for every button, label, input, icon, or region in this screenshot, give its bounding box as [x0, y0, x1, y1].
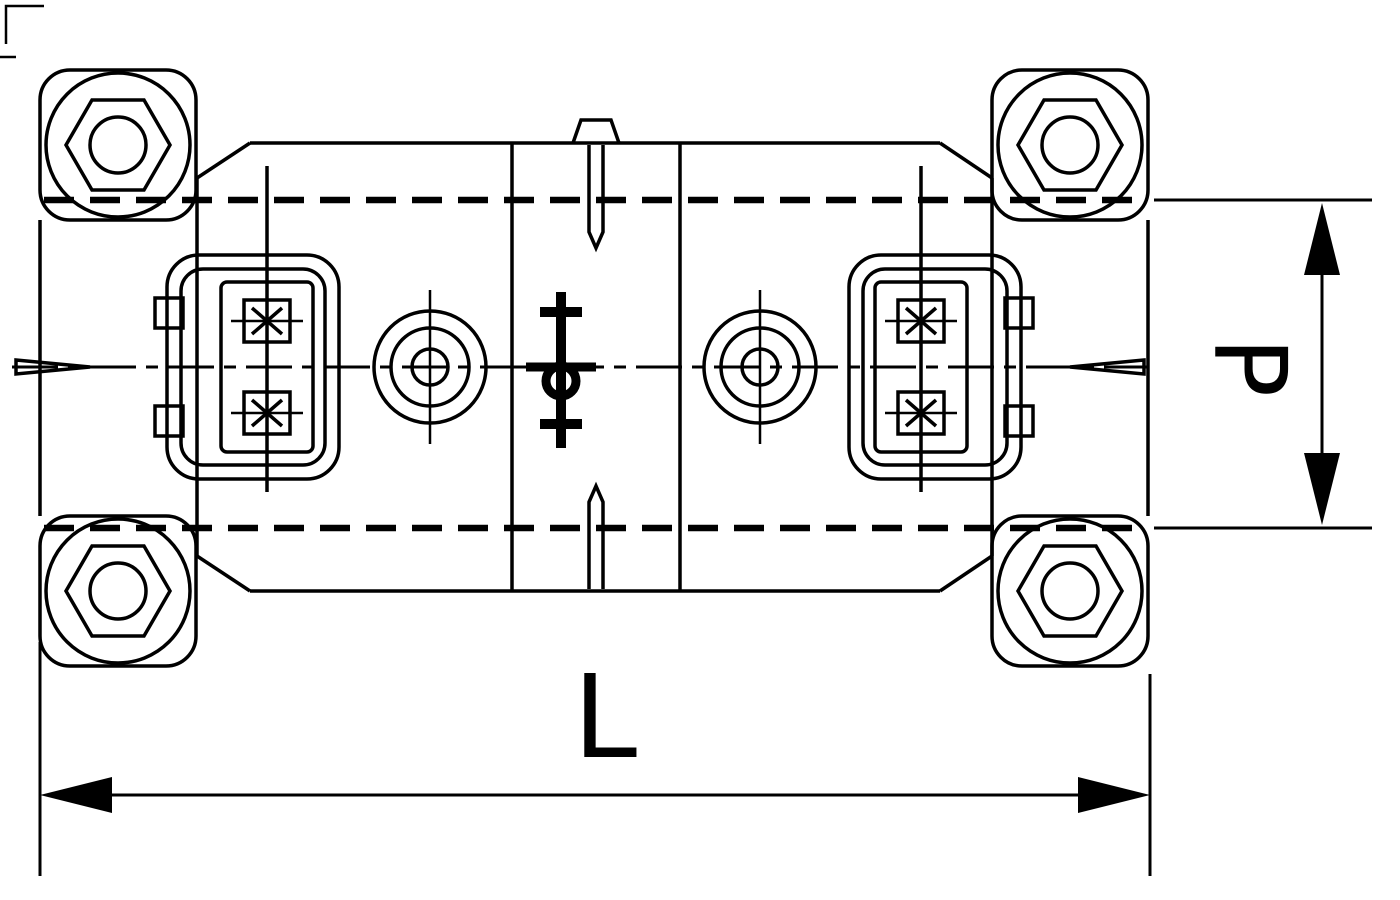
arrowhead-right — [1078, 777, 1150, 813]
hex-bolt-top-left — [44, 71, 192, 219]
center-block-top-slot — [587, 145, 605, 253]
connector-outer-shell — [847, 253, 1023, 481]
hex-bolt-top-right — [996, 71, 1144, 219]
arrowhead-top — [1304, 203, 1340, 275]
center-block-top-tab — [571, 118, 621, 144]
housing-chamfer-top-right — [939, 141, 993, 180]
housing-chamfer-bottom-right — [939, 554, 993, 593]
connector-inner-shell — [861, 267, 1009, 467]
housing-outline — [195, 118, 994, 593]
mounting-pad-bottom-left — [38, 514, 198, 668]
frame-corner-mark — [4, 4, 44, 44]
arrowhead-bottom — [1304, 453, 1340, 525]
dimension-height-label: P — [1191, 337, 1308, 397]
dimension-length: L — [38, 642, 1152, 876]
dimension-height: P — [1154, 198, 1372, 530]
housing-chamfer-top-left — [196, 141, 251, 180]
sheet-frame-marks — [0, 4, 44, 59]
keying-tab-upper — [1003, 296, 1035, 330]
keying-tab-upper — [153, 296, 185, 330]
center-block-bottom-slot — [587, 481, 605, 589]
connector-left — [153, 166, 341, 492]
keying-tab-lower — [1003, 404, 1035, 438]
connector-inner-shell — [179, 267, 327, 467]
connector-right — [847, 166, 1035, 492]
ground-symbol — [526, 292, 596, 448]
boss-left — [372, 290, 488, 444]
housing-chamfer-bottom-left — [196, 554, 251, 593]
hex-bolt-bottom-right — [996, 517, 1144, 665]
mounting-pad-top-right — [990, 68, 1150, 222]
dimension-length-label: L — [573, 651, 637, 785]
right-edge-slot — [1069, 358, 1146, 376]
boss-right — [702, 290, 818, 444]
connector-outer-shell — [165, 253, 341, 481]
ground-symbol-ring — [541, 361, 581, 401]
hex-bolt-bottom-left — [44, 517, 192, 665]
arrowhead-left — [40, 777, 112, 813]
mounting-pad-top-left — [38, 68, 198, 222]
mounting-pads — [38, 68, 1150, 668]
mounting-pad-bottom-right — [990, 514, 1150, 668]
keying-tab-lower — [153, 404, 185, 438]
left-edge-slot — [14, 358, 91, 376]
